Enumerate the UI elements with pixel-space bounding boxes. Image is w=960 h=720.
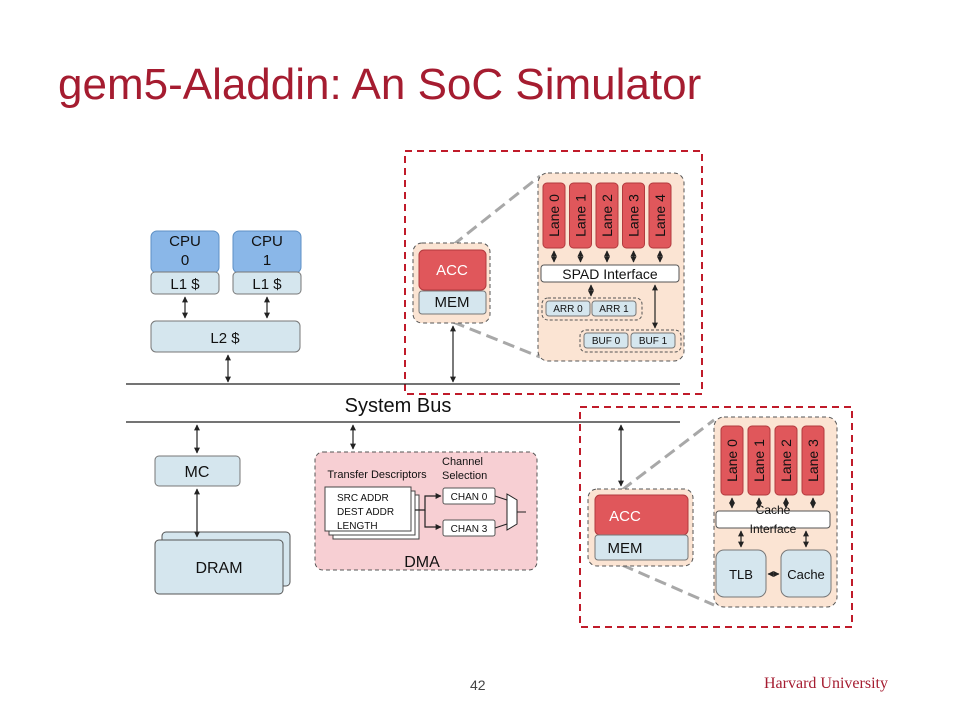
channel-mux [506, 493, 518, 531]
top-lane-1-label: Lane 1 [573, 194, 589, 237]
top-lane-3 [622, 182, 645, 249]
cache-label: Cache [787, 567, 825, 582]
connection-arrows [182, 284, 809, 577]
dma-label: DMA [404, 554, 440, 571]
top-lane-3-label: Lane 3 [626, 194, 642, 237]
top-acc-mem [418, 290, 487, 315]
buf-0-label: BUF 0 [592, 336, 621, 347]
top-accelerator: ACC MEM Lane 0 Lane 1 Lane 2 Lane 3 Lane 4 S… [412, 172, 685, 362]
dma-engine: Transfer Descriptors Channel Selection S… [314, 451, 538, 571]
bottom-accelerator: ACC MEM Lane 0 Lane 1 Lane 2 Lane 3 Cache I… [587, 416, 838, 608]
arr-0-label: ARR 0 [553, 304, 583, 315]
bottom-lane-2-label: Lane 2 [778, 439, 794, 482]
zoom-line-top-lower [452, 320, 541, 359]
bottom-lane-2 [774, 425, 798, 496]
top-lane-0 [542, 182, 566, 249]
transfer-descriptors-label: Transfer Descriptors [327, 469, 427, 481]
bottom-accelerator-highlight [579, 406, 853, 628]
dma-region [314, 451, 538, 571]
descriptor-dest-addr: DEST ADDR [337, 507, 394, 518]
arr-1-label: ARR 1 [599, 304, 629, 315]
top-acc-label: ACC [436, 262, 468, 279]
dram-label: DRAM [195, 560, 242, 577]
lane-arrows [551, 250, 816, 509]
bottom-lane-3 [801, 425, 825, 496]
bottom-lane-1-label: Lane 1 [751, 439, 767, 482]
arr-0 [545, 300, 591, 317]
top-lanes: Lane 0 Lane 1 Lane 2 Lane 3 Lane 4 [542, 182, 672, 249]
cpu-0-l1-cache [150, 271, 220, 295]
cpu-1-l1-label: L1 $ [252, 276, 282, 293]
buf-1-label: BUF 1 [639, 336, 668, 347]
memory-controller [154, 455, 241, 487]
zoom-line-top-upper [452, 174, 541, 247]
bottom-lanes: Lane 0 Lane 1 Lane 2 Lane 3 [720, 425, 825, 496]
top-lane-2 [595, 182, 619, 249]
descriptor-length: LENGTH [337, 521, 378, 532]
cpu-complex: CPU 0 L1 $ CPU 1 L1 $ L2 $ [150, 230, 302, 353]
cpu-1-label: CPU [251, 233, 283, 250]
top-lane-0-label: Lane 0 [546, 194, 562, 237]
dram [154, 539, 284, 595]
top-acc-block [418, 249, 487, 291]
cache-interface-label-line2: Interface [750, 522, 797, 536]
cpu-0-label: CPU [169, 233, 201, 250]
cpu-0-l1-label: L1 $ [170, 276, 200, 293]
channel-3-label: CHAN 3 [451, 524, 488, 535]
top-lane-4-label: Lane 4 [652, 194, 668, 237]
spad-interface [540, 264, 680, 283]
bottom-acc-label: ACC [609, 508, 641, 525]
channel-0-label: CHAN 0 [451, 492, 488, 503]
bottom-acc-mem [594, 534, 689, 561]
descriptor-to-chan0-arrow [415, 493, 442, 511]
cache-interface-label-line1: Cache [756, 503, 791, 517]
spad-interface-label: SPAD Interface [562, 266, 658, 282]
l2-cache [150, 320, 301, 353]
l2-cache-label: L2 $ [210, 330, 240, 347]
channel-selection-label-line2: Selection [442, 470, 487, 482]
cpu-1-number: 1 [263, 252, 271, 269]
buf-1 [630, 332, 676, 349]
zoom-line-bottom-upper [621, 418, 715, 492]
channel-selection-label-line1: Channel [442, 456, 483, 468]
top-acc-mem-label: MEM [435, 294, 470, 311]
descriptor-to-chan3-arrow [424, 510, 442, 530]
bottom-acc-mem-label: MEM [608, 540, 643, 557]
top-lane-4 [648, 182, 672, 249]
top-accelerator-highlight [404, 150, 703, 395]
tlb-label: TLB [729, 567, 753, 582]
tlb [715, 549, 767, 598]
descriptor-src-addr: SRC ADDR [337, 493, 389, 504]
buf-0 [583, 332, 629, 349]
bottom-lane-1 [747, 425, 771, 496]
page-number: 42 [470, 677, 486, 693]
cache [780, 549, 832, 598]
chan3-to-mux-line [494, 523, 508, 529]
chan0-to-mux-line [494, 495, 508, 501]
footer-organization: Harvard University [764, 675, 888, 692]
descriptor-card [324, 486, 412, 532]
top-lane-1 [569, 182, 592, 249]
bottom-lane-3-label: Lane 3 [805, 439, 821, 482]
top-lane-2-label: Lane 2 [599, 194, 615, 237]
arr-1 [591, 300, 637, 317]
zoom-line-bottom-lower [621, 563, 715, 607]
cpu-1-l1-cache [232, 271, 302, 295]
cache-interface [715, 510, 831, 529]
zoom-lines [452, 174, 715, 607]
memory-controller-label: MC [185, 464, 210, 481]
slide-title: gem5-Aladdin: An SoC Simulator [58, 60, 702, 109]
cpu-0-number: 0 [181, 252, 189, 269]
system-bus-label: System Bus [345, 395, 452, 417]
bottom-lane-0 [720, 425, 744, 496]
bottom-lane-0-label: Lane 0 [724, 439, 740, 482]
